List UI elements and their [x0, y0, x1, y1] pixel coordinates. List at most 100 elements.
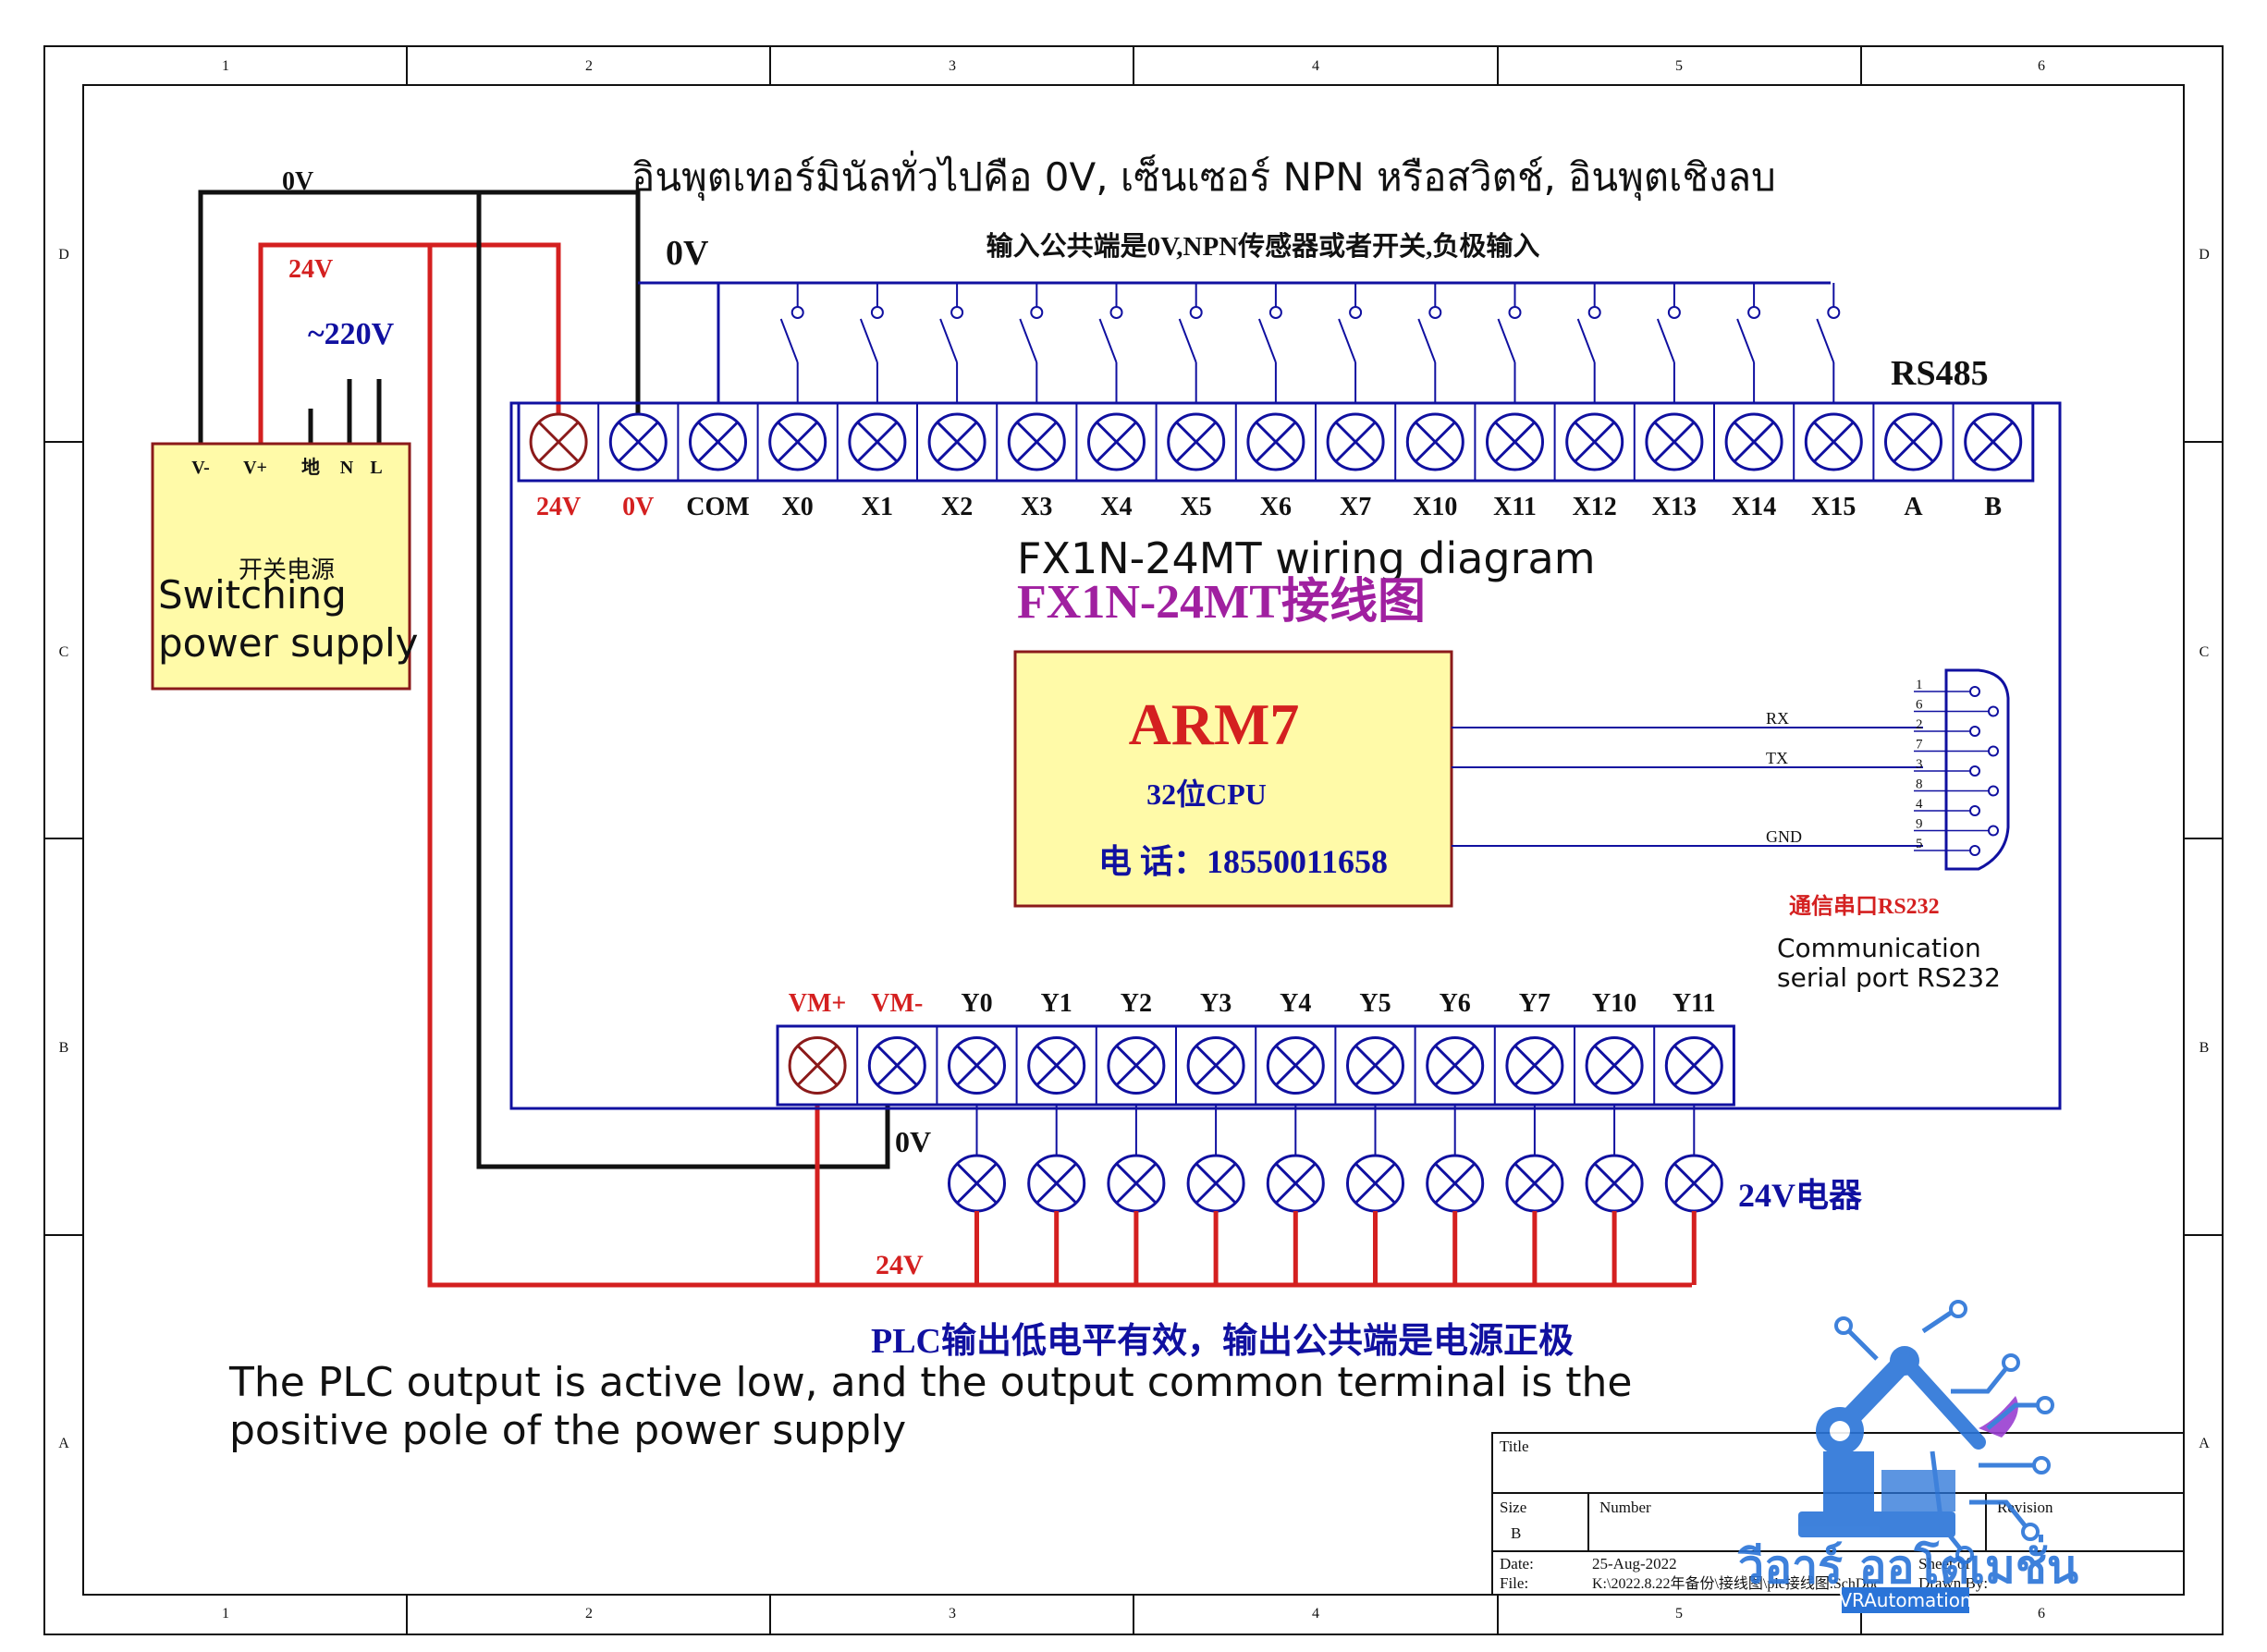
input-terminal-label: X0	[782, 493, 814, 521]
db9-pin-number: 2	[1916, 717, 1923, 732]
rs485-label: RS485	[1891, 354, 1989, 393]
input-switch	[1178, 283, 1203, 403]
frame-row-label: C	[2200, 644, 2210, 660]
output-terminal-label: Y7	[1519, 989, 1550, 1018]
input-terminal-label: X6	[1260, 493, 1292, 521]
input-terminal-x10	[1405, 412, 1464, 471]
output-terminal-vm	[867, 1036, 926, 1095]
lamp-icon	[1266, 1154, 1325, 1213]
db9-pin-number: 5	[1916, 837, 1923, 851]
input-terminal-label: 0V	[622, 493, 654, 521]
frame-col-label: 5	[1675, 58, 1683, 74]
output-terminal-label: Y11	[1673, 989, 1716, 1018]
title-block-number-label: Number	[1599, 1499, 1651, 1516]
ps-pin-label: N	[340, 458, 354, 478]
input-terminal-b	[1964, 412, 2023, 471]
rs232-signal-tx: TX	[1766, 749, 1788, 767]
title-block-title-label: Title	[1500, 1438, 1529, 1455]
diagram-title-cn: FX1N-24MT接线图	[1017, 575, 1426, 629]
input-terminal-label: X12	[1573, 493, 1617, 521]
output-load-lamp	[1186, 1105, 1245, 1285]
output-terminal-label: Y1	[1041, 989, 1072, 1018]
output-terminal-y4	[1266, 1036, 1325, 1095]
output-terminal-y3	[1186, 1036, 1245, 1095]
ps-pin-label: V-	[191, 458, 210, 478]
frame-row-label: B	[59, 1040, 69, 1056]
input-terminal-label: X10	[1413, 493, 1457, 521]
frame-col-label: 1	[222, 58, 229, 74]
output-terminal-label: Y6	[1440, 989, 1471, 1018]
frame-col-label: 4	[1312, 58, 1319, 74]
title-block-size-value: B	[1511, 1524, 1521, 1542]
rs232-label-en: Communication	[1777, 933, 1981, 963]
output-terminal-label: VM+	[789, 989, 847, 1018]
input-switch	[779, 283, 804, 403]
output-24v-label: 24V	[876, 1250, 924, 1280]
en-output-note: The PLC output is active low, and the ou…	[228, 1359, 1632, 1406]
input-terminal-label: X4	[1100, 493, 1132, 521]
ps-pin-label: L	[370, 458, 382, 478]
lamp-icon	[1664, 1154, 1723, 1213]
input-terminal-com	[689, 412, 747, 471]
output-terminal-label: Y4	[1280, 989, 1311, 1018]
title-block-size-label: Size	[1500, 1499, 1526, 1516]
input-terminal-x11	[1486, 412, 1544, 471]
output-terminal-label: Y0	[961, 989, 992, 1018]
watermark-thai: วีอาร์ ออโตเมชั่น	[1737, 1535, 2078, 1594]
input-switch	[1576, 283, 1601, 403]
ps-label-en: power supply	[158, 620, 419, 666]
frame-col-label: 4	[1312, 1606, 1319, 1621]
watermark-en: VRAutomation	[1839, 1589, 1971, 1611]
cpu-phone: 电 话：18550011658	[1098, 843, 1388, 880]
lamp-icon	[948, 1154, 1006, 1213]
output-terminal-y10	[1585, 1036, 1644, 1095]
output-terminal-y5	[1346, 1036, 1404, 1095]
output-load-lamp	[1346, 1105, 1404, 1285]
input-switch	[1816, 283, 1841, 403]
input-switches	[779, 283, 1841, 403]
input-terminal-label: X2	[941, 493, 973, 521]
frame-row-label: D	[58, 247, 69, 263]
input-terminal-x14	[1724, 412, 1783, 471]
frame-col-label: 3	[949, 58, 956, 74]
output-terminal-y6	[1426, 1036, 1485, 1095]
db9-pin-number: 6	[1916, 698, 1923, 713]
input-terminal-label: X3	[1021, 493, 1052, 521]
rs232-label-cn: 通信串口RS232	[1789, 893, 1940, 919]
input-terminal-x6	[1246, 412, 1305, 471]
input-terminal-x4	[1087, 412, 1146, 471]
input-terminal-label: B	[1984, 493, 2002, 521]
rs232-label-en: serial port RS232	[1777, 962, 2001, 993]
db9-pin-number: 3	[1916, 757, 1923, 772]
input-terminal-24v	[529, 412, 588, 471]
frame-row-label: C	[59, 644, 69, 660]
output-terminal-label: Y5	[1359, 989, 1391, 1018]
frame-col-label: 1	[222, 1606, 229, 1621]
db9-pin-number: 4	[1916, 797, 1923, 812]
thai-input-note: อินพุตเทอร์มินัลทั่วไปคือ 0V, เซ็นเซอร์ …	[631, 151, 1776, 202]
cn-input-note: 输入公共端是0V,NPN传感器或者开关,负极输入	[986, 230, 1540, 262]
input-switch	[1736, 283, 1761, 403]
input-switch	[859, 283, 884, 403]
input-terminal-label: COM	[686, 493, 749, 521]
input-terminal-x13	[1645, 412, 1704, 471]
input-terminal-label: X11	[1493, 493, 1537, 521]
output-terminal-label: VM-	[871, 989, 923, 1018]
input-switch	[1338, 283, 1363, 403]
input-terminal-x3	[1007, 412, 1066, 471]
frame-row-label: B	[2200, 1040, 2210, 1056]
frame-col-label: 6	[2038, 58, 2045, 74]
drawing-frame: 1 2 3 4 5 6 1 2 3 4 5 6 D C B A D C B A	[43, 45, 2224, 1635]
db9-pin-number: 1	[1916, 678, 1923, 692]
output-0v-label: 0V	[895, 1125, 931, 1158]
output-loads	[948, 1105, 1723, 1285]
frame-col-label: 2	[585, 58, 593, 74]
input-terminal-x5	[1167, 412, 1226, 471]
input-bus	[638, 281, 1831, 403]
input-terminal-x0	[768, 412, 827, 471]
input-terminal-x7	[1326, 412, 1385, 471]
cn-output-note: PLC输出低电平有效，输出公共端是电源正极	[871, 1322, 1574, 1361]
ps-24v-label: 24V	[288, 255, 333, 284]
